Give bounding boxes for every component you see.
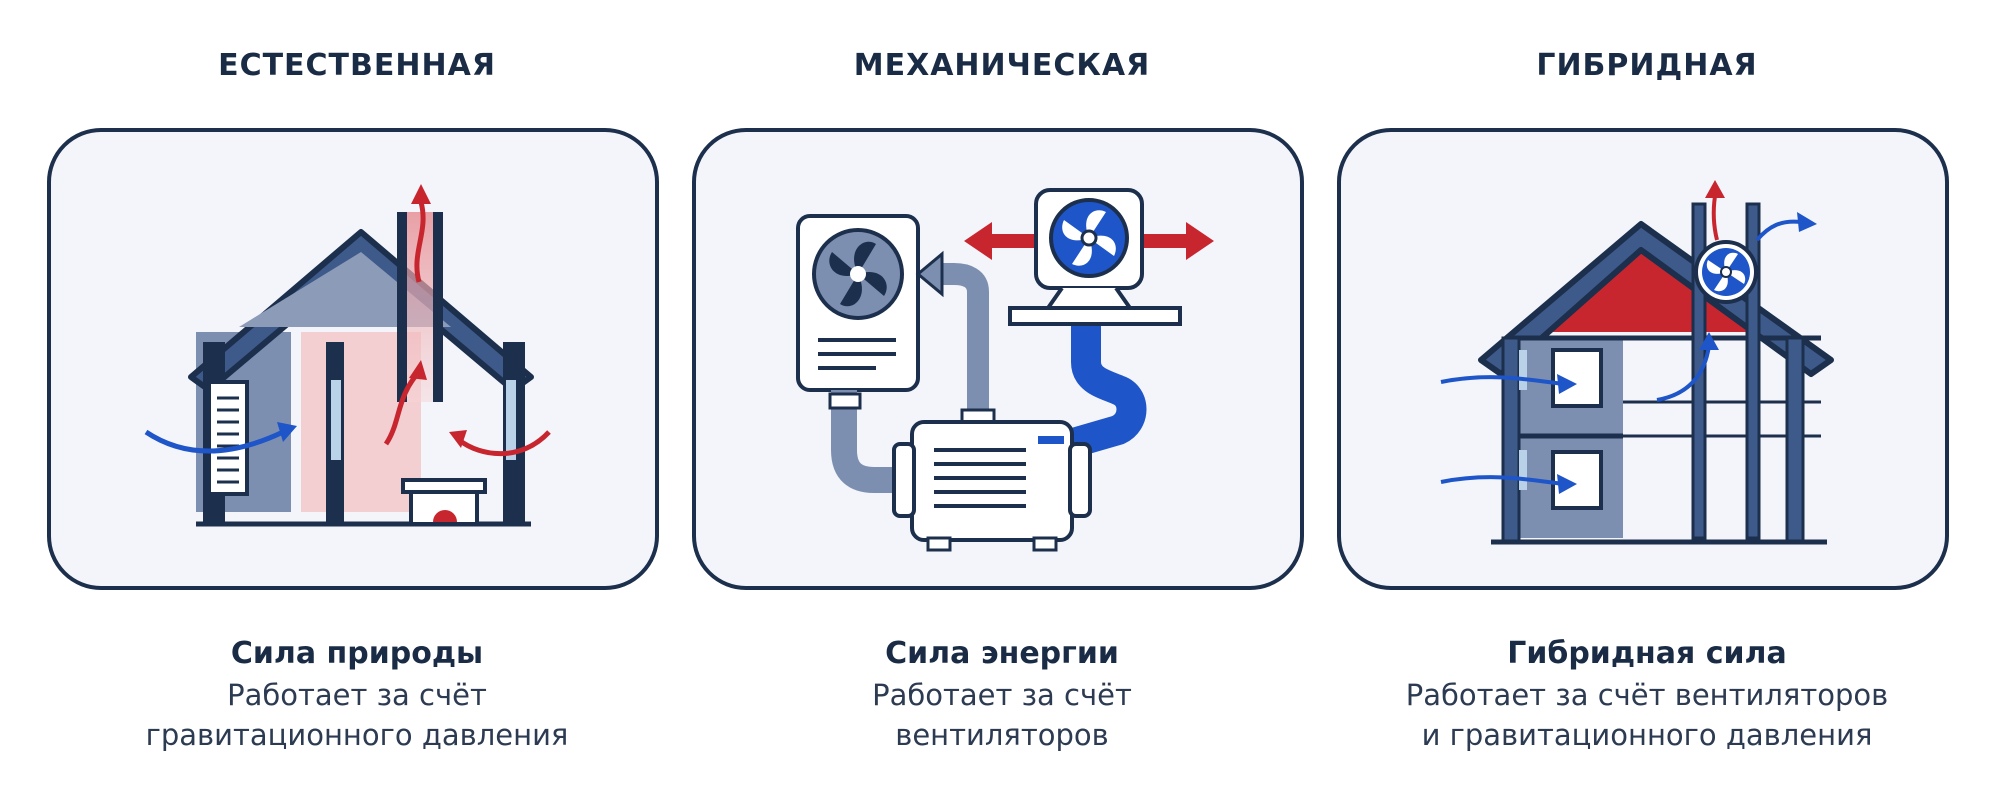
panel-natural xyxy=(47,128,659,590)
house-natural-icon xyxy=(144,184,551,527)
caption-title-natural: Сила природы xyxy=(230,636,484,671)
mechanical-unit-icon xyxy=(796,188,1214,552)
panel-mechanical xyxy=(692,128,1304,590)
panel-hybrid xyxy=(1337,128,1949,590)
caption-line1-natural: Работает за счёт xyxy=(227,678,487,712)
house-hybrid-icon xyxy=(1440,180,1834,545)
caption-line2-natural: гравитационного давления xyxy=(145,718,569,752)
column-natural: ЕСТЕСТВЕННАЯ xyxy=(47,0,667,801)
column-hybrid: ГИБРИДНАЯ xyxy=(1337,0,1957,801)
caption-title-hybrid: Гибридная сила xyxy=(1507,636,1787,671)
heading-mechanical: МЕХАНИЧЕСКАЯ xyxy=(853,48,1151,83)
caption-title-mechanical: Сила энергии xyxy=(885,636,1119,671)
heading-hybrid: ГИБРИДНАЯ xyxy=(1536,48,1758,83)
heading-natural: ЕСТЕСТВЕННАЯ xyxy=(218,48,496,83)
column-mechanical: МЕХАНИЧЕСКАЯ xyxy=(692,0,1312,801)
caption-line1-hybrid: Работает за счёт вентиляторов xyxy=(1405,678,1889,712)
caption-line1-mechanical: Работает за счёт xyxy=(872,678,1132,712)
caption-line2-mechanical: вентиляторов xyxy=(895,718,1109,752)
caption-line2-hybrid: и гравитационного давления xyxy=(1421,718,1873,752)
